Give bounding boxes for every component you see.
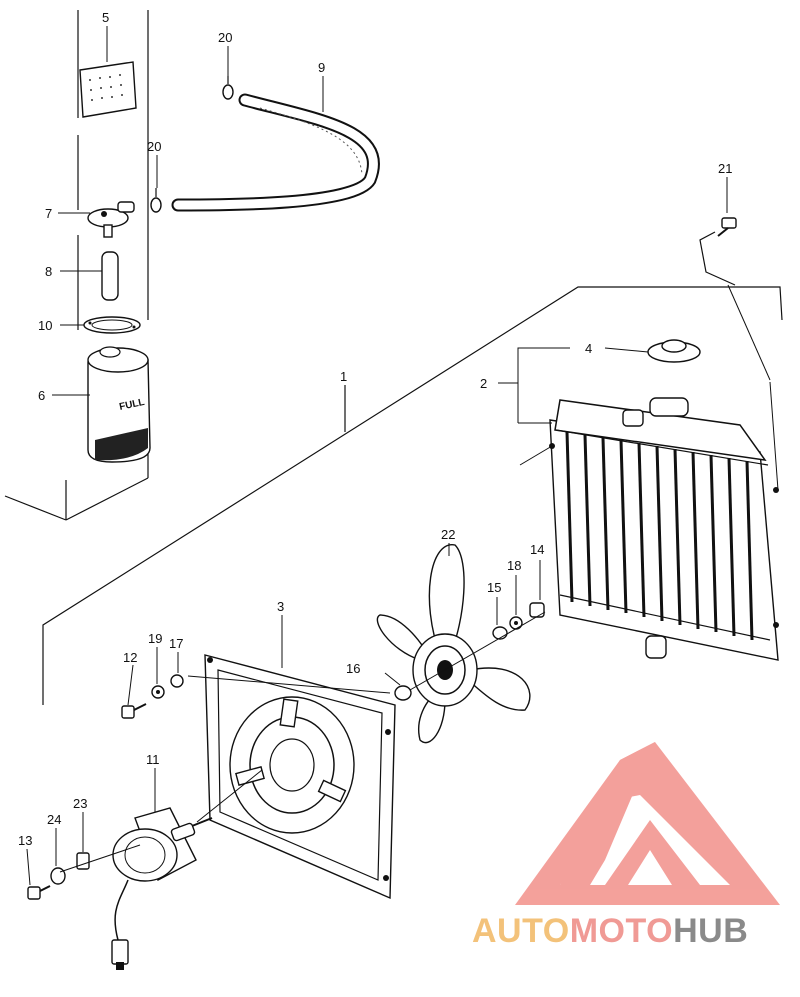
reservoir-cap xyxy=(87,201,135,238)
callout-22: 22 xyxy=(441,527,455,542)
washer-18 xyxy=(509,616,523,630)
callout-16: 16 xyxy=(346,661,360,676)
hose-clip-upper xyxy=(222,76,234,100)
fan-shroud xyxy=(204,654,396,900)
callout-20-lower: 20 xyxy=(147,139,161,154)
shroud-bolt xyxy=(121,703,147,719)
washer-17 xyxy=(170,674,184,688)
callout-9: 9 xyxy=(318,60,325,75)
callout-17: 17 xyxy=(169,636,183,651)
washer-24 xyxy=(50,867,66,885)
callout-12: 12 xyxy=(123,650,137,665)
alignment-lines xyxy=(59,284,779,873)
callout-4: 4 xyxy=(585,341,592,356)
watermark-auto: AUTO xyxy=(472,912,570,950)
nut-14 xyxy=(529,602,545,618)
callout-21: 21 xyxy=(718,161,732,176)
callout-23: 23 xyxy=(73,796,87,811)
watermark-hub: HUB xyxy=(673,912,749,950)
callout-18: 18 xyxy=(507,558,521,573)
washer-16 xyxy=(394,685,412,701)
radiator xyxy=(549,397,779,661)
callout-7: 7 xyxy=(45,206,52,221)
radiator-fins xyxy=(565,431,754,641)
washer-15 xyxy=(492,626,508,640)
callout-1: 1 xyxy=(340,369,347,384)
callout-19: 19 xyxy=(148,631,162,646)
radiator-bolt xyxy=(699,217,737,286)
callout-11: 11 xyxy=(146,752,160,767)
motor-bolt xyxy=(27,885,51,900)
watermark-moto: MOTO xyxy=(569,912,674,950)
callout-2: 2 xyxy=(480,376,487,391)
collar-23 xyxy=(76,852,90,870)
callout-8: 8 xyxy=(45,264,52,279)
callout-6: 6 xyxy=(38,388,45,403)
callout-3: 3 xyxy=(277,599,284,614)
callout-numbers: 5 20 9 20 7 8 10 6 1 4 2 21 22 14 18 15 … xyxy=(18,10,732,848)
callout-24: 24 xyxy=(47,812,61,827)
leader-lines xyxy=(26,26,728,886)
watermark-logo xyxy=(515,742,780,905)
hose-clip-lower xyxy=(150,188,162,213)
callout-20-upper: 20 xyxy=(218,30,232,45)
reservoir-tube xyxy=(101,251,119,301)
cooling-fan xyxy=(376,544,531,744)
fan-motor xyxy=(111,807,213,970)
watermark-brand: AUTOMOTOHUB xyxy=(472,912,748,951)
washer-19 xyxy=(151,685,165,699)
tank-level-text: FULL xyxy=(118,397,145,413)
callout-15: 15 xyxy=(487,580,501,595)
reservoir-gasket xyxy=(83,316,141,334)
callout-14: 14 xyxy=(530,542,544,557)
callout-13: 13 xyxy=(18,833,32,848)
callout-5: 5 xyxy=(102,10,109,25)
callout-10: 10 xyxy=(38,318,52,333)
mounting-bracket-lines xyxy=(4,10,149,521)
overflow-hose xyxy=(171,93,380,212)
radiator-cap xyxy=(647,339,701,363)
reservoir-tank: FULL xyxy=(87,346,151,463)
label-plate xyxy=(79,61,137,118)
